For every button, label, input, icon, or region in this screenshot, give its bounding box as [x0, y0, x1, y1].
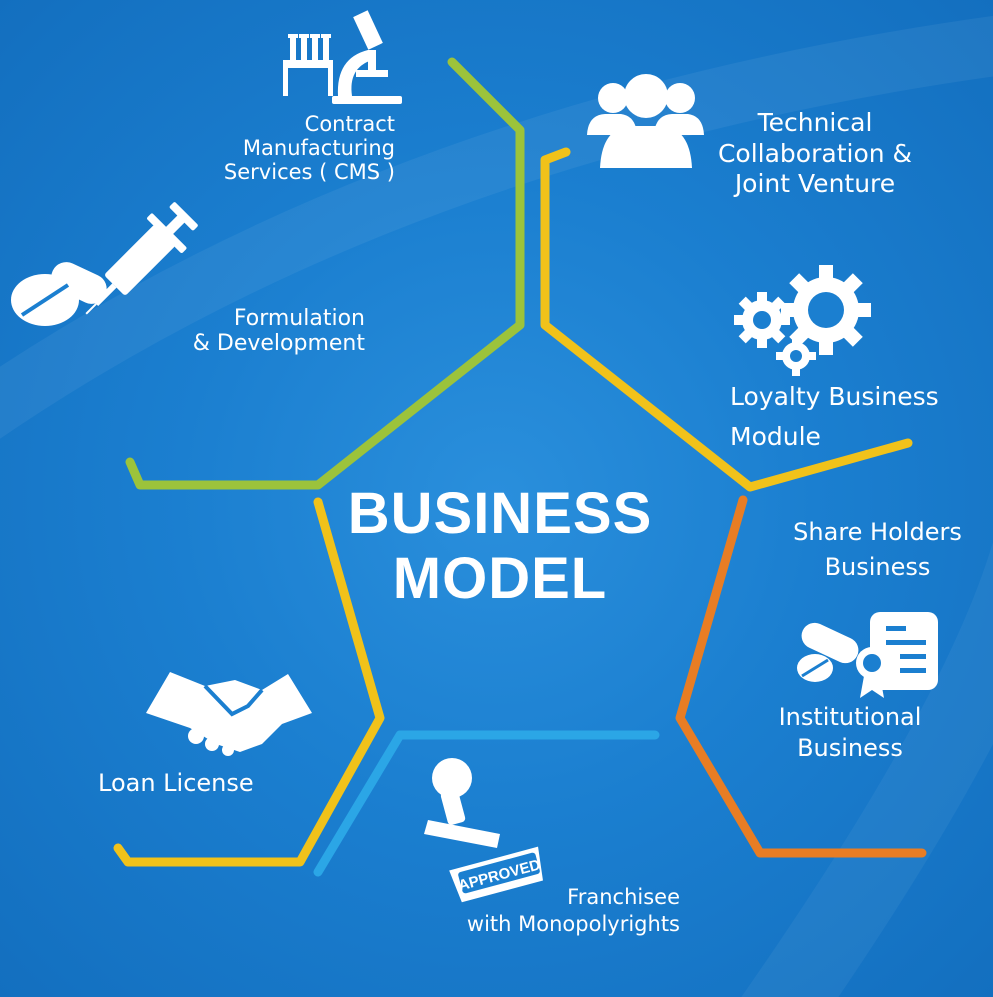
loyalty-label-line-1: Loyalty Business	[730, 382, 939, 411]
cms-label-line-1: Contract	[304, 112, 395, 136]
yellow-connector-line-upper	[540, 147, 913, 492]
formulation-label-line-1: Formulation	[233, 306, 365, 331]
syringe-pills-icon	[11, 202, 198, 326]
gears-icon	[734, 265, 871, 376]
institutional-label-line-2: Business	[797, 734, 903, 763]
formulation-development-label: Formulation & Development	[150, 306, 365, 357]
share-holders-label-line-2: Business	[824, 552, 931, 581]
orange-connector-line	[675, 495, 927, 858]
loan-license-label-line-1: Loan License	[98, 769, 254, 797]
people-group-icon	[587, 74, 704, 168]
yellow-connector-line-lower	[113, 497, 385, 867]
franchisee-label: Franchisee with Monopolyrights	[410, 884, 680, 939]
background-arc	[0, 15, 993, 439]
share-holders-label: Share Holders Business	[770, 515, 985, 585]
loyalty-label-line-2: Module	[730, 422, 821, 451]
technical-label-line-3: Joint Venture	[734, 169, 896, 198]
lab-microscope-icon	[283, 10, 402, 104]
formulation-label-line-2: & Development	[192, 331, 365, 357]
technical-collaboration-label: Technical Collaboration & Joint Venture	[690, 108, 940, 200]
background-arc	[741, 541, 993, 997]
technical-label-line-2: Collaboration &	[717, 138, 913, 168]
title-line-1: BUSINESS	[347, 481, 653, 546]
business-model-title: BUSINESS MODEL	[330, 481, 670, 612]
cms-label-line-2: Manufacturing	[242, 136, 395, 161]
light-blue-connector-line	[313, 730, 660, 877]
loyalty-business-label: Loyalty Business Module	[730, 377, 975, 457]
cms-label: Contract Manufacturing Services ( CMS )	[190, 112, 395, 184]
handshake-icon	[146, 672, 312, 756]
share-holders-label-line-1: Share Holders	[793, 518, 962, 546]
institutional-label-line-1: Institutional	[778, 703, 922, 731]
loan-license-label: Loan License	[98, 769, 298, 798]
pills-certificate-icon	[797, 612, 938, 698]
franchisee-label-line-1: Franchisee	[567, 885, 680, 909]
technical-label-line-1: Technical	[757, 108, 873, 137]
cms-label-line-3: Services ( CMS )	[223, 160, 395, 185]
franchisee-label-line-2: with Monopolyrights	[466, 912, 680, 937]
title-line-2: MODEL	[392, 545, 608, 611]
institutional-business-label: Institutional Business	[745, 702, 955, 764]
green-connector-line	[125, 57, 525, 490]
approved-stamp-icon	[424, 758, 543, 903]
